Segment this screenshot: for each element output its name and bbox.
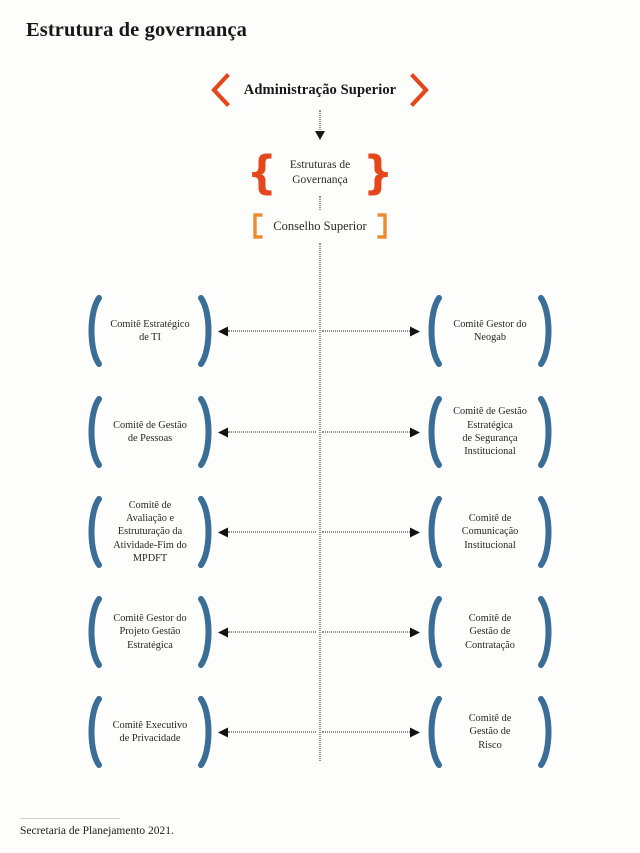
arrowhead-left-icon	[218, 427, 228, 437]
paren-left-icon	[88, 396, 102, 468]
arrowhead-right-icon	[410, 527, 420, 537]
paren-left-icon	[88, 295, 102, 367]
curly-brace-right-icon: }	[363, 145, 394, 199]
node-committee-right: Comitê de Comunicação Institucional	[422, 490, 558, 574]
arrow-to-left-committee	[218, 427, 316, 437]
node-label: Comitê de Gestão de Risco	[468, 712, 512, 751]
node-label: Comitê de Avaliação e Estruturação da At…	[113, 499, 187, 565]
paren-right-icon	[198, 696, 212, 768]
arrowhead-right-icon	[410, 727, 420, 737]
paren-right-icon	[538, 696, 552, 768]
paren-left-icon	[88, 596, 102, 668]
node-label: Comitê de Gestão Estratégica de Seguranç…	[453, 406, 527, 458]
paren-left-icon	[428, 295, 442, 367]
square-bracket-right-icon	[377, 213, 387, 239]
node-label: Comitê de Comunicação Institucional	[461, 512, 519, 551]
arrow-to-right-committee	[322, 527, 420, 537]
node-committee-right: Comitê de Gestão Estratégica de Seguranç…	[422, 390, 558, 474]
arrowhead-down-governance	[315, 131, 325, 140]
connector-governance-to-council	[319, 196, 321, 210]
node-committee-left: Comitê Gestor do Projeto Gestão Estratég…	[82, 590, 218, 674]
paren-left-icon	[428, 596, 442, 668]
arrow-to-right-committee	[322, 727, 420, 737]
arrowhead-left-icon	[218, 326, 228, 336]
paren-right-icon	[538, 396, 552, 468]
arrow-to-right-committee	[322, 326, 420, 336]
paren-left-icon	[428, 496, 442, 568]
paren-right-icon	[538, 596, 552, 668]
arrow-tail	[228, 731, 316, 733]
arrow-tail	[322, 330, 410, 332]
paren-right-icon	[198, 396, 212, 468]
node-committee-left: Comitê Estratégico de TI	[82, 289, 218, 373]
node-label: Estruturas de Governança	[289, 158, 351, 186]
curly-brace-left-icon: {	[246, 145, 277, 199]
paren-left-icon	[428, 396, 442, 468]
arrow-tail	[228, 631, 316, 633]
arrow-to-left-committee	[218, 627, 316, 637]
arrow-tail	[228, 330, 316, 332]
node-label: Administração Superior	[243, 81, 397, 98]
arrow-to-left-committee	[218, 527, 316, 537]
node-label: Comitê Gestor do Projeto Gestão Estratég…	[113, 612, 187, 651]
arrowhead-right-icon	[410, 326, 420, 336]
node-label: Conselho Superior	[273, 218, 367, 233]
arrow-to-right-committee	[322, 427, 420, 437]
connector-top-to-governance	[319, 110, 321, 132]
page-title: Estrutura de governança	[26, 19, 247, 41]
paren-right-icon	[198, 295, 212, 367]
node-administracao-superior: Administração Superior	[0, 70, 640, 110]
arrow-tail	[322, 431, 410, 433]
paren-left-icon	[88, 696, 102, 768]
footer-credit: Secretaria de Planejamento 2021.	[20, 825, 174, 837]
arrow-tail	[228, 531, 316, 533]
node-committee-left: Comitê Executivo de Privacidade	[82, 690, 218, 774]
arrow-to-right-committee	[322, 627, 420, 637]
arrow-tail	[228, 431, 316, 433]
connector-main-spine	[319, 243, 321, 761]
node-estruturas-de-governanca: { Estruturas de Governança }	[0, 145, 640, 199]
node-committee-right: Comitê de Gestão de Contratação	[422, 590, 558, 674]
arrowhead-right-icon	[410, 427, 420, 437]
node-committee-left: Comitê de Avaliação e Estruturação da At…	[82, 490, 218, 574]
arrow-tail	[322, 631, 410, 633]
square-bracket-left-icon	[253, 213, 263, 239]
arrow-tail	[322, 531, 410, 533]
arrowhead-left-icon	[218, 527, 228, 537]
node-label: Comitê Estratégico de TI	[110, 318, 190, 343]
arrow-tail	[322, 731, 410, 733]
node-committee-right: Comitê Gestor do Neogab	[422, 289, 558, 373]
node-conselho-superior: Conselho Superior	[0, 211, 640, 241]
node-label: Comitê de Gestão de Pessoas	[113, 419, 187, 444]
node-label: Comitê de Gestão de Contratação	[465, 612, 515, 651]
node-committee-left: Comitê de Gestão de Pessoas	[82, 390, 218, 474]
node-label: Comitê Executivo de Privacidade	[112, 719, 188, 744]
paren-right-icon	[198, 496, 212, 568]
node-committee-right: Comitê de Gestão de Risco	[422, 690, 558, 774]
paren-left-icon	[428, 696, 442, 768]
node-label: Comitê Gestor do Neogab	[453, 318, 527, 343]
paren-right-icon	[198, 596, 212, 668]
paren-left-icon	[88, 496, 102, 568]
paren-right-icon	[538, 496, 552, 568]
paren-right-icon	[538, 295, 552, 367]
arrowhead-right-icon	[410, 627, 420, 637]
arrow-to-left-committee	[218, 727, 316, 737]
chevron-left-icon	[210, 73, 230, 107]
arrowhead-left-icon	[218, 627, 228, 637]
chevron-right-icon	[410, 73, 430, 107]
footer-divider	[20, 818, 120, 819]
arrowhead-left-icon	[218, 727, 228, 737]
arrow-to-left-committee	[218, 326, 316, 336]
